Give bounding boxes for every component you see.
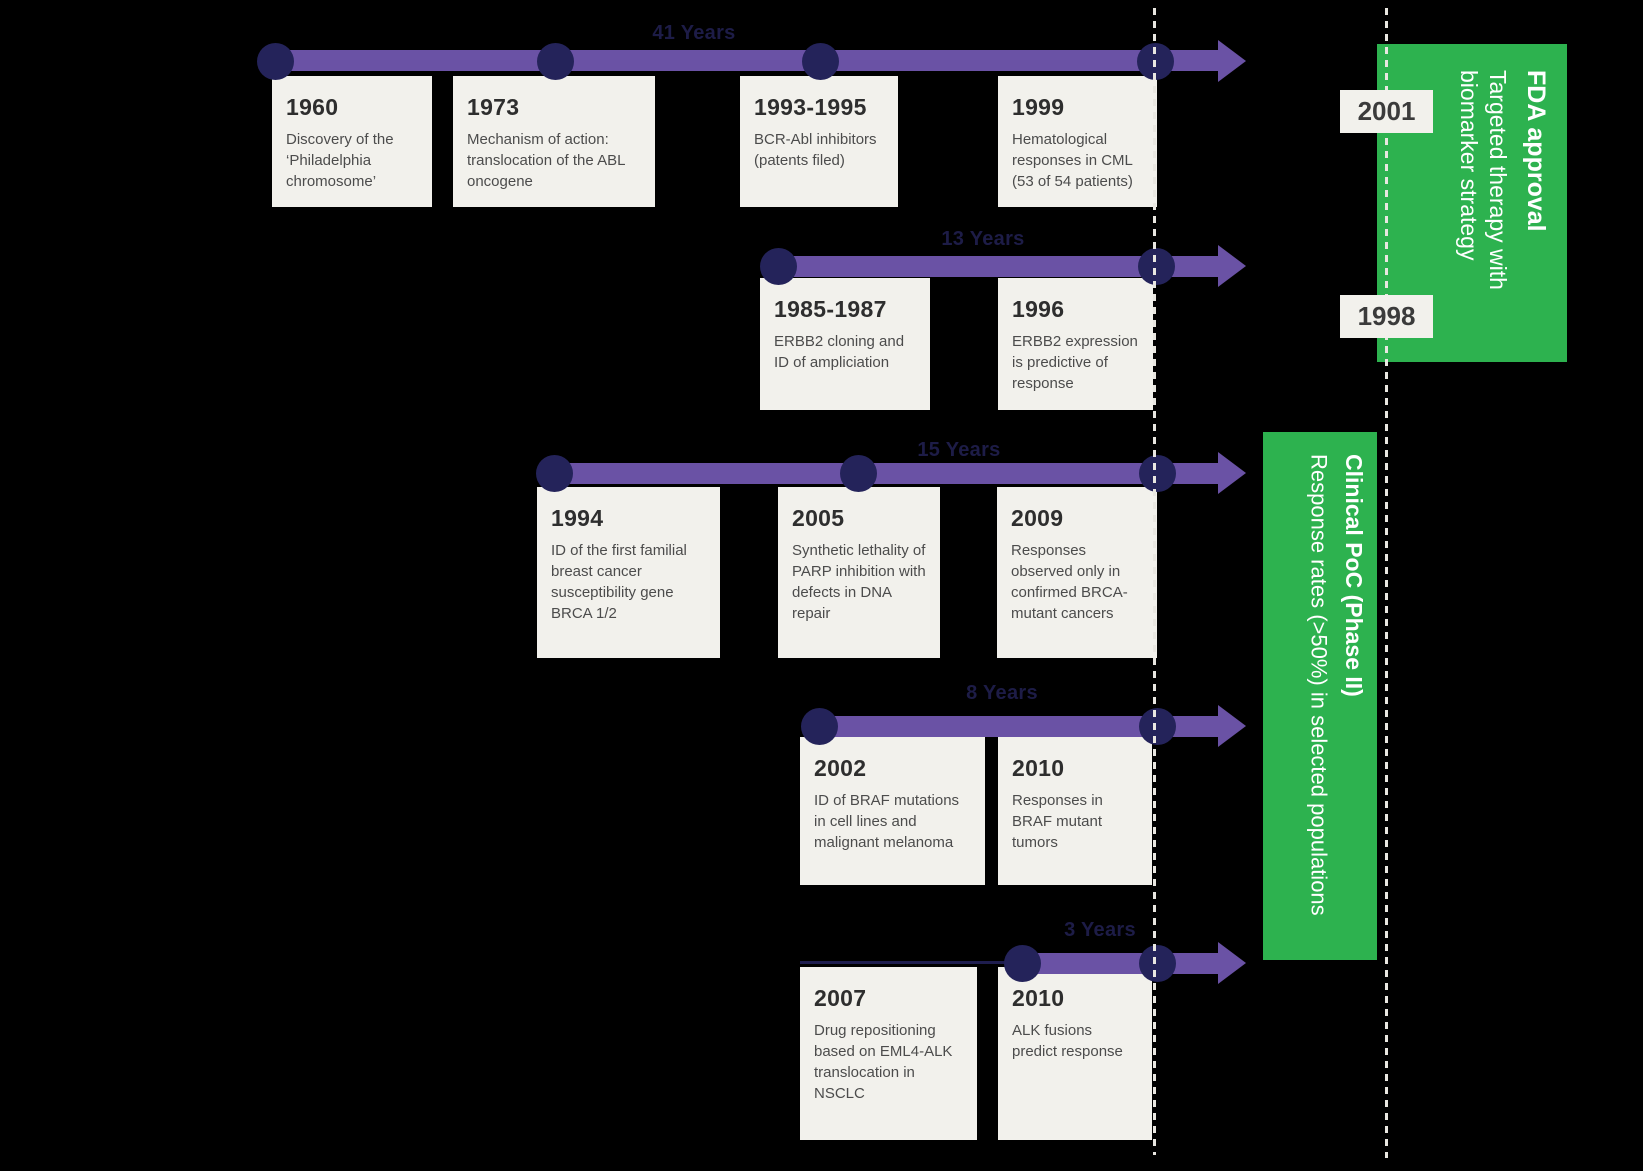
- event-description: BCR-Abl inhibitors (patents filed): [754, 131, 877, 169]
- timeline-bar: [554, 463, 1218, 484]
- milestone-dot: [1138, 248, 1175, 285]
- milestone-dot: [537, 43, 574, 80]
- milestone-dot: [257, 43, 294, 80]
- milestone-dot: [802, 43, 839, 80]
- event-description: ALK fusions predict response: [1012, 1022, 1123, 1060]
- milestone-dot: [1139, 708, 1176, 745]
- event-card: 2010 Responses in BRAF mutant tumors: [998, 737, 1152, 885]
- milestone-dot: [801, 708, 838, 745]
- event-year: 2009: [1011, 505, 1064, 531]
- fda-approval-description: Targeted therapy with biomarker strategy: [1456, 70, 1511, 290]
- event-description: Responses in BRAF mutant tumors: [1012, 792, 1103, 851]
- event-year: 1993-1995: [754, 94, 867, 120]
- event-card: 1994 ID of the first familial breast can…: [537, 487, 720, 658]
- clinical-poc-title: Clinical PoC (Phase II): [1341, 454, 1367, 697]
- timeline-arrowhead-icon: [1218, 705, 1246, 747]
- dashed-line-poc: [1153, 8, 1156, 1155]
- clinical-poc-box: Clinical PoC (Phase II) Response rates (…: [1263, 432, 1377, 960]
- event-card: 2007 Drug repositioning based on EML4-AL…: [800, 967, 977, 1140]
- timeline-arrowhead-icon: [1218, 452, 1246, 494]
- event-card: 2005 Synthetic lethality of PARP inhibit…: [778, 487, 940, 658]
- event-year: 1985-1987: [774, 296, 887, 322]
- event-description: ID of the first familial breast cancer s…: [551, 542, 687, 622]
- event-year: 2010: [1012, 755, 1065, 781]
- timeline-arrowhead-icon: [1218, 40, 1246, 82]
- event-year: 1996: [1012, 296, 1065, 322]
- event-card: 1960 Discovery of the ‘Philadelphia chro…: [272, 76, 432, 207]
- timeline-thin-line: [800, 961, 1022, 964]
- duration-label: 41 Years: [652, 22, 736, 44]
- event-card: 1993-1995 BCR-Abl inhibitors (patents fi…: [740, 76, 898, 207]
- event-year: 2005: [792, 505, 845, 531]
- event-description: Mechanism of action: translocation of th…: [467, 131, 625, 190]
- event-card: 2002 ID of BRAF mutations in cell lines …: [800, 737, 985, 885]
- duration-label: 8 Years: [966, 682, 1038, 704]
- event-card: 2010 ALK fusions predict response: [998, 967, 1152, 1140]
- event-description: Responses observed only in confirmed BRC…: [1011, 542, 1128, 622]
- clinical-poc-description: Response rates (>50%) in selected popula…: [1306, 454, 1332, 916]
- duration-label: 13 Years: [941, 228, 1025, 250]
- timeline-bar: [1022, 953, 1218, 974]
- year-marker-2001: 2001: [1340, 90, 1433, 133]
- timeline-bar: [819, 716, 1218, 737]
- year-marker-1998: 1998: [1340, 295, 1433, 338]
- event-description: ID of BRAF mutations in cell lines and m…: [814, 792, 960, 851]
- event-card: 1973 Mechanism of action: translocation …: [453, 76, 655, 207]
- milestone-dot: [536, 455, 573, 492]
- event-description: ERBB2 expression is predictive of respon…: [1012, 333, 1138, 392]
- milestone-dot: [1004, 945, 1041, 982]
- event-year: 1960: [286, 94, 339, 120]
- event-description: Drug repositioning based on EML4-ALK tra…: [814, 1022, 953, 1102]
- event-card: 1999 Hematological responses in CML (53 …: [998, 76, 1157, 207]
- milestone-dot: [760, 248, 797, 285]
- event-card: 1985-1987 ERBB2 cloning and ID of amplic…: [760, 278, 930, 410]
- event-year: 2010: [1012, 985, 1065, 1011]
- event-card: 1996 ERBB2 expression is predictive of r…: [998, 278, 1153, 410]
- timeline-arrowhead-icon: [1218, 942, 1246, 984]
- duration-label: 3 Years: [1064, 919, 1136, 941]
- milestone-dot: [1139, 455, 1176, 492]
- event-description: Discovery of the ‘Philadelphia chromosom…: [286, 131, 394, 190]
- event-description: ERBB2 cloning and ID of ampliciation: [774, 333, 905, 371]
- event-year: 1994: [551, 505, 604, 531]
- event-year: 2007: [814, 985, 867, 1011]
- timeline-arrowhead-icon: [1218, 245, 1246, 287]
- milestone-dot: [1139, 945, 1176, 982]
- timeline-bar: [778, 256, 1218, 277]
- dashed-line-approval: [1385, 8, 1388, 1158]
- event-card: 2009 Responses observed only in confirme…: [997, 487, 1157, 658]
- duration-label: 15 Years: [917, 439, 1001, 461]
- timeline-bar: [275, 50, 1218, 71]
- event-year: 1999: [1012, 94, 1065, 120]
- event-description: Hematological responses in CML (53 of 54…: [1012, 131, 1133, 190]
- event-year: 2002: [814, 755, 867, 781]
- milestone-dot: [840, 455, 877, 492]
- fda-approval-title: FDA approval: [1522, 70, 1550, 232]
- event-description: Synthetic lethality of PARP inhibition w…: [792, 542, 926, 622]
- event-year: 1973: [467, 94, 520, 120]
